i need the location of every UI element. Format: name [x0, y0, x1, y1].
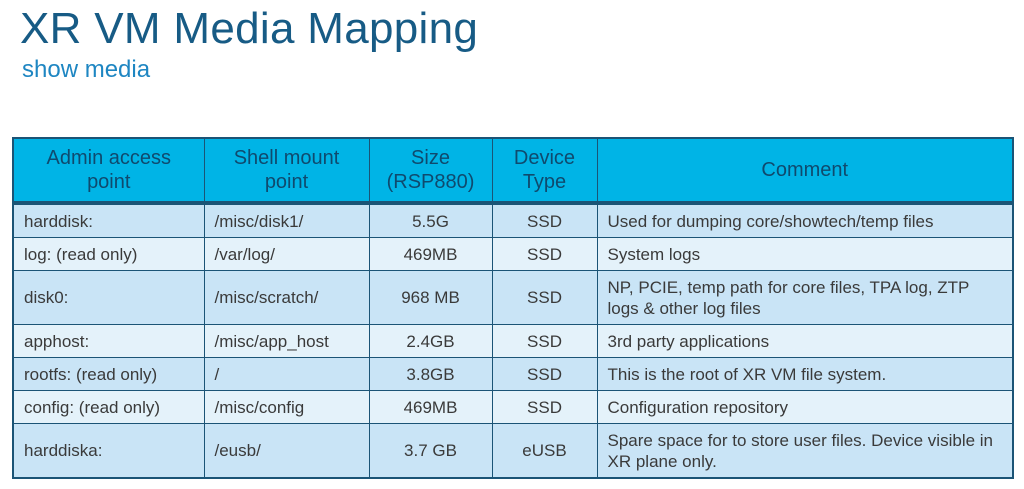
table-header-row: Admin access point Shell mount point Siz… — [12, 137, 1014, 205]
header-shell-mount-point: Shell mount point — [203, 137, 370, 205]
header-admin-access-point: Admin access point — [12, 137, 205, 205]
cell-shell-mount-point: /eusb/ — [203, 423, 370, 479]
cell-size: 3.8GB — [368, 357, 493, 391]
header-device-type: Device Type — [491, 137, 598, 205]
cell-shell-mount-point: / — [203, 357, 370, 391]
cell-device-type: eUSB — [491, 423, 598, 479]
cell-comment: Spare space for to store user files. Dev… — [596, 423, 1014, 479]
header-size: Size (RSP880) — [368, 137, 493, 205]
cell-admin-access-point: harddiska: — [12, 423, 205, 479]
cell-size: 5.5G — [368, 202, 493, 238]
cell-comment: NP, PCIE, temp path for core files, TPA … — [596, 270, 1014, 325]
media-mapping-table: Admin access point Shell mount point Siz… — [12, 137, 1014, 479]
header-comment: Comment — [596, 137, 1014, 205]
cell-size: 3.7 GB — [368, 423, 493, 479]
cell-device-type: SSD — [491, 390, 598, 424]
cell-size: 2.4GB — [368, 324, 493, 358]
cell-size: 469MB — [368, 237, 493, 271]
cell-comment: Configuration repository — [596, 390, 1014, 424]
cell-shell-mount-point: /misc/scratch/ — [203, 270, 370, 325]
cell-shell-mount-point: /misc/disk1/ — [203, 202, 370, 238]
cell-size: 469MB — [368, 390, 493, 424]
cell-admin-access-point: config: (read only) — [12, 390, 205, 424]
cell-device-type: SSD — [491, 324, 598, 358]
cell-admin-access-point: harddisk: — [12, 202, 205, 238]
cell-admin-access-point: rootfs: (read only) — [12, 357, 205, 391]
cell-comment: This is the root of XR VM file system. — [596, 357, 1014, 391]
cell-device-type: SSD — [491, 237, 598, 271]
cell-comment: System logs — [596, 237, 1014, 271]
page-title: XR VM Media Mapping — [20, 4, 479, 53]
cell-size: 968 MB — [368, 270, 493, 325]
cell-device-type: SSD — [491, 270, 598, 325]
cell-comment: Used for dumping core/showtech/temp file… — [596, 202, 1014, 238]
page-subtitle: show media — [22, 56, 151, 83]
cell-admin-access-point: disk0: — [12, 270, 205, 325]
cell-comment: 3rd party applications — [596, 324, 1014, 358]
cell-shell-mount-point: /misc/config — [203, 390, 370, 424]
cell-admin-access-point: apphost: — [12, 324, 205, 358]
cell-shell-mount-point: /misc/app_host — [203, 324, 370, 358]
cell-device-type: SSD — [491, 202, 598, 238]
cell-admin-access-point: log: (read only) — [12, 237, 205, 271]
cell-device-type: SSD — [491, 357, 598, 391]
cell-shell-mount-point: /var/log/ — [203, 237, 370, 271]
